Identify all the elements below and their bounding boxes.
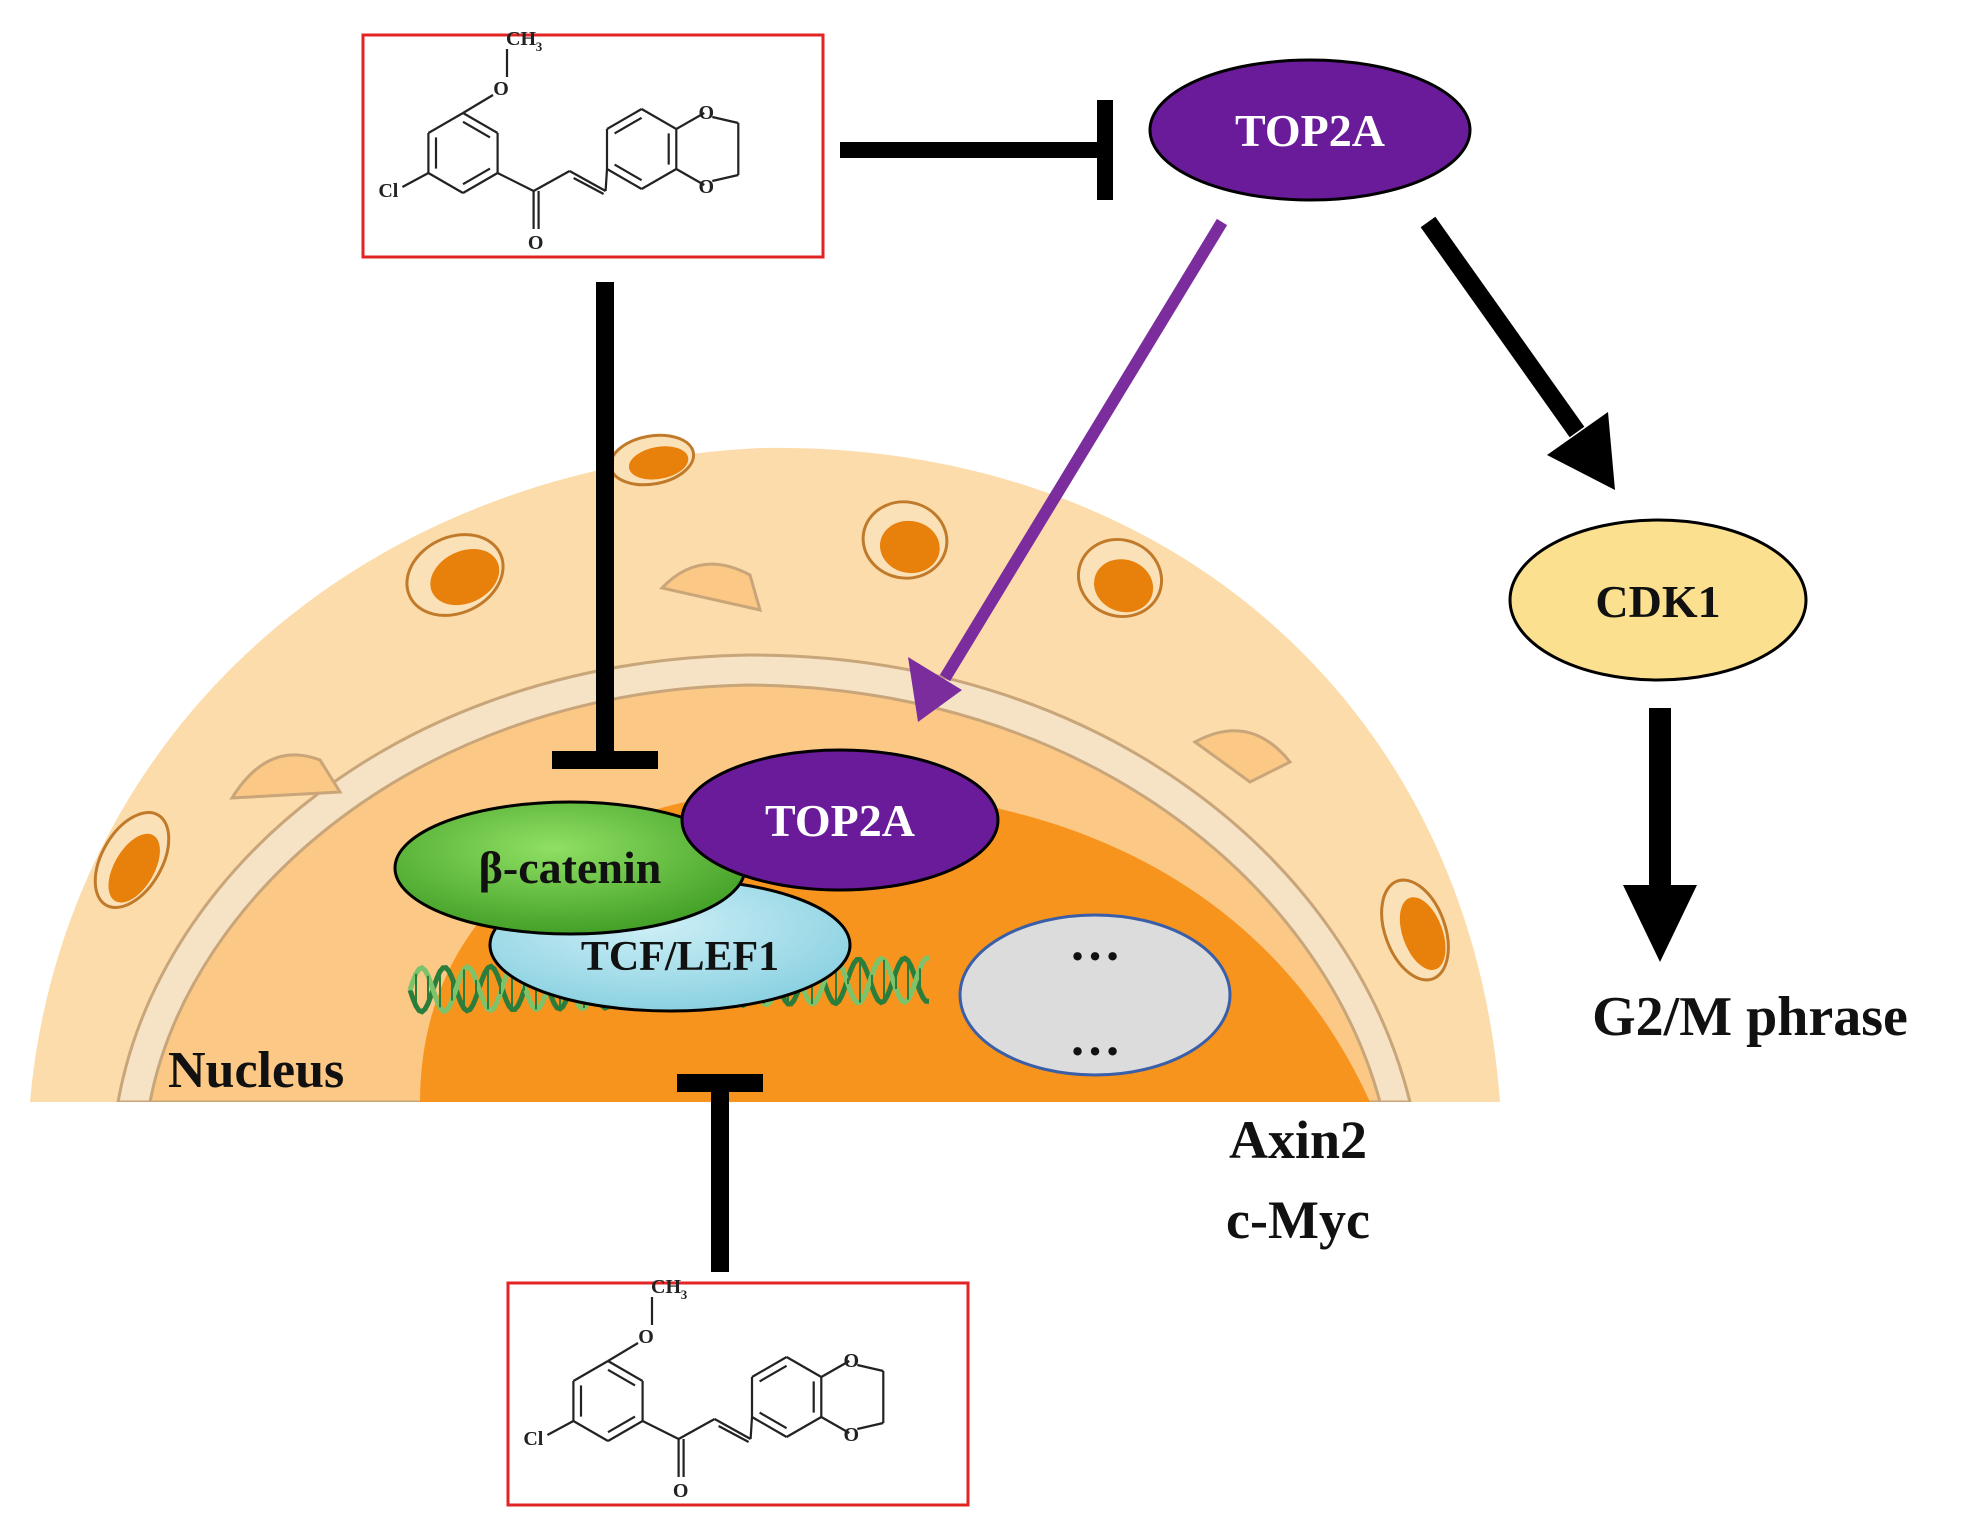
nuclear-pore <box>93 811 171 909</box>
envelope-bump <box>1192 729 1293 784</box>
nuclear-pore <box>1076 538 1164 618</box>
chemical-bond <box>607 1360 644 1382</box>
edge-compound-tcf-inhibition <box>677 1074 763 1272</box>
chemical-bond <box>614 116 643 135</box>
methyl-subscript-label: 3 <box>681 1287 688 1302</box>
edge-compound-top2a-inhibition <box>840 100 1113 200</box>
chemical-bond <box>641 108 677 130</box>
dioxane-oxygen-2-label: O <box>699 176 715 198</box>
chemical-bond <box>606 108 643 130</box>
chemical-bond <box>718 1425 750 1443</box>
tcf-lef1-label: TCF/LEF1 <box>581 934 779 980</box>
chemical-bond <box>572 1420 609 1442</box>
chemical-bond <box>786 1416 822 1438</box>
chemical-bond <box>759 1411 788 1430</box>
nuclear-pore <box>861 500 949 580</box>
chemical-bond <box>401 172 429 188</box>
chemical-bond <box>714 1418 752 1440</box>
chemical-bond <box>751 1416 788 1438</box>
chemical-bond <box>572 1360 609 1382</box>
chemical-bond <box>759 1364 788 1383</box>
edge-compound-betacatenin-inhibition <box>552 282 658 769</box>
target-gene-axin2: Axin2 <box>1229 1110 1367 1170</box>
chemical-bond <box>751 1356 788 1378</box>
chemical-bond <box>427 172 464 194</box>
edge-cdk1-g2m-activation <box>1623 708 1697 962</box>
chemical-bond <box>607 1415 636 1434</box>
top2a-nucleus-label: TOP2A <box>765 795 915 846</box>
chemical-bond <box>712 115 739 125</box>
methyl-subscript-label: 3 <box>536 39 543 54</box>
nuclear-pore <box>1380 878 1450 982</box>
chemical-bond <box>820 1360 850 1378</box>
methoxy-oxygen-label: O <box>638 1326 654 1348</box>
dioxane-oxygen-1-label: O <box>699 102 715 124</box>
nuclear-pore <box>405 533 505 617</box>
methyl-label: CH <box>651 1276 681 1298</box>
chemical-bond <box>569 170 607 192</box>
unknown-factor-node <box>958 913 1232 1077</box>
chemical-bond <box>533 170 571 192</box>
chemical-bond <box>462 167 491 186</box>
compound-box <box>361 33 825 259</box>
chemical-bond <box>675 168 705 186</box>
ellipsis-top: … <box>1069 915 1121 972</box>
cdk1-label: CDK1 <box>1595 576 1720 627</box>
chemical-bond <box>462 120 491 139</box>
dioxane-oxygen-1-label: O <box>844 1350 860 1372</box>
top2a-node <box>1148 58 1472 202</box>
ellipsis-bottom: … <box>1069 1010 1121 1067</box>
chemical-bond <box>573 177 605 195</box>
ketone-oxygen-label: O <box>673 1480 689 1502</box>
chemical-bond <box>607 1420 644 1442</box>
chemical-bond <box>678 1418 716 1440</box>
chemical-bond <box>749 1416 754 1440</box>
envelope-bump <box>229 753 343 800</box>
chemical-bond <box>546 1420 574 1436</box>
nuclear-pores <box>93 433 1450 982</box>
cdk1-node <box>1508 518 1808 682</box>
edge-top2a-nucleus-activation <box>908 218 1228 722</box>
chloro-label: Cl <box>523 1428 543 1450</box>
chemical-bond <box>641 168 677 190</box>
chemical-bond <box>820 1416 850 1434</box>
compound-box <box>506 1281 970 1507</box>
chemical-bond <box>607 1342 639 1362</box>
dioxane-oxygen-2-label: O <box>844 1424 860 1446</box>
chemical-bond <box>462 112 499 134</box>
chemical-bond <box>462 172 499 194</box>
phase-label: G2/M phrase <box>1592 986 1908 1048</box>
chemical-bond <box>497 172 535 192</box>
chemical-bond <box>642 1420 680 1440</box>
chloro-label: Cl <box>378 180 398 202</box>
chemical-bond <box>675 112 705 130</box>
chemical-bond <box>427 112 464 134</box>
ketone-oxygen-label: O <box>528 232 544 254</box>
methyl-label: CH <box>506 28 536 50</box>
chemical-bond <box>614 163 643 182</box>
chemical-bond <box>786 1356 822 1378</box>
chemical-bond <box>606 168 643 190</box>
top2a-nucleus-node <box>680 748 1000 892</box>
chemical-bond <box>712 173 739 183</box>
chemical-bond <box>857 1363 884 1373</box>
chemical-bond <box>857 1421 884 1431</box>
envelope-bump <box>659 562 763 613</box>
methoxy-oxygen-label: O <box>493 78 509 100</box>
top2a-label: TOP2A <box>1235 105 1385 156</box>
chemical-bond <box>607 1368 636 1387</box>
target-gene-cmyc: c-Myc <box>1226 1190 1370 1250</box>
edge-top2a-cdk1-activation <box>1420 216 1615 490</box>
beta-catenin-label: β-catenin <box>479 842 662 893</box>
chemical-bond <box>462 94 494 114</box>
chemical-bond <box>604 168 609 192</box>
nucleus-label: Nucleus <box>168 1042 344 1099</box>
